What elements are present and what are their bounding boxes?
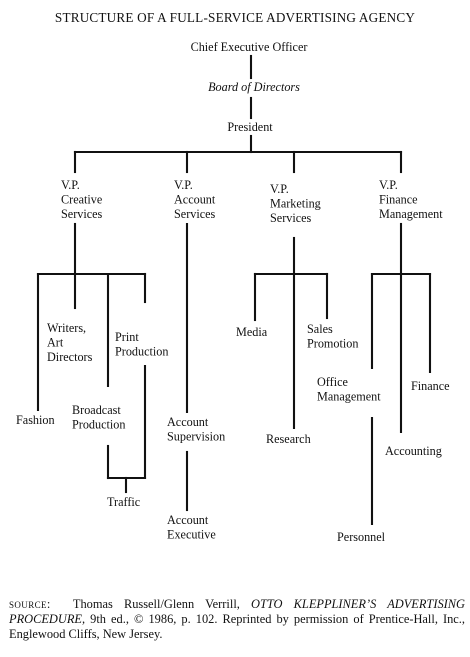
source-note: source: Thomas Russell/Glenn Verrill, OT… xyxy=(9,597,465,642)
node-vp-finance-line: Management xyxy=(379,207,443,221)
chart-title: STRUCTURE OF A FULL-SERVICE ADVERTISING … xyxy=(55,10,415,25)
node-vp-creative-line: Creative xyxy=(61,192,102,206)
node-broadcast-line: Broadcast xyxy=(72,403,121,417)
node-vp-marketing-line: V.P. xyxy=(270,182,289,196)
node-supervision-line: Supervision xyxy=(167,429,225,443)
node-office-line: Office xyxy=(317,375,348,389)
source-details: 9th ed., © 1986, p. 102. Reprinted by pe… xyxy=(9,612,465,641)
node-personnel-line: Personnel xyxy=(337,530,386,544)
node-fashion-line: Fashion xyxy=(16,413,55,427)
node-office-line: Management xyxy=(317,389,381,403)
node-vp-finance-line: V.P. xyxy=(379,178,398,192)
node-fashion: Fashion xyxy=(16,413,55,427)
node-ceo-line: Chief Executive Officer xyxy=(191,40,308,54)
node-media-line: Media xyxy=(236,325,268,339)
node-print-line: Production xyxy=(115,344,169,358)
node-board: Board of Directors xyxy=(208,80,300,94)
node-accounting-line: Accounting xyxy=(385,444,442,458)
source-label: source: xyxy=(9,597,51,611)
node-executive-line: Account xyxy=(167,513,209,527)
node-vp-finance-line: Finance xyxy=(379,192,418,206)
node-vp-creative-line: V.P. xyxy=(61,178,80,192)
node-finance-line: Finance xyxy=(411,379,450,393)
node-writers-line: Art xyxy=(47,335,64,349)
node-print-line: Print xyxy=(115,330,139,344)
node-research-line: Research xyxy=(266,432,311,446)
node-writers-line: Writers, xyxy=(47,321,86,335)
node-president: President xyxy=(227,120,273,134)
node-vp-account-line: V.P. xyxy=(174,178,193,192)
node-traffic: Traffic xyxy=(107,495,141,509)
node-personnel: Personnel xyxy=(337,530,386,544)
source-book-title: OTTO KLEPPLINER’S ADVERTISING PROCEDURE, xyxy=(9,597,465,626)
node-vp-marketing-line: Marketing xyxy=(270,196,321,210)
node-sales-line: Promotion xyxy=(307,336,358,350)
node-finance: Finance xyxy=(411,379,450,393)
node-traffic-line: Traffic xyxy=(107,495,141,509)
node-vp-account-line: Account xyxy=(174,192,216,206)
node-media: Media xyxy=(236,325,268,339)
node-president-line: President xyxy=(227,120,273,134)
node-ceo: Chief Executive Officer xyxy=(191,40,308,54)
node-vp-creative-line: Services xyxy=(61,207,103,221)
node-writers-line: Directors xyxy=(47,350,93,364)
node-supervision-line: Account xyxy=(167,415,209,429)
org-connectors xyxy=(36,54,432,526)
node-research: Research xyxy=(266,432,311,446)
node-executive-line: Executive xyxy=(167,527,216,541)
source-authors: Thomas Russell/Glenn Verrill, xyxy=(72,597,240,611)
node-vp-marketing-line: Services xyxy=(270,211,312,225)
node-board-line: Board of Directors xyxy=(208,80,300,94)
node-accounting: Accounting xyxy=(385,444,442,458)
node-broadcast-line: Production xyxy=(72,417,126,431)
node-sales-line: Sales xyxy=(307,322,333,336)
node-vp-account-line: Services xyxy=(174,207,216,221)
